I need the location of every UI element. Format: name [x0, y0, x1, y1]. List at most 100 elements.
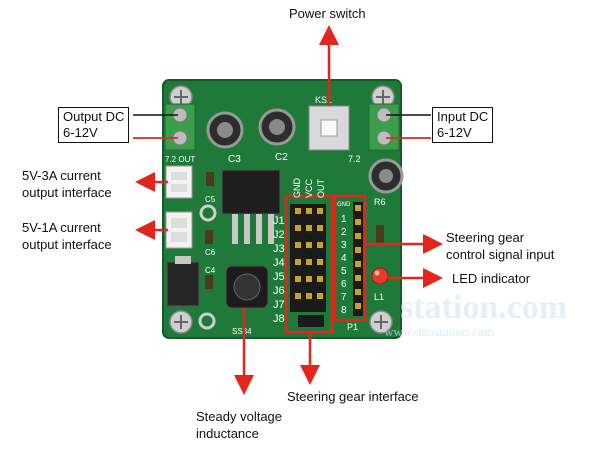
silk-j-label: J2: [273, 229, 285, 241]
header-pin: [295, 276, 301, 282]
signal-pin: [355, 275, 361, 281]
header-pin: [317, 259, 323, 265]
silk-vcc: VCC: [304, 178, 314, 198]
signal-pin: [355, 219, 361, 225]
connector-5v1a-icon: [165, 211, 193, 249]
label-5v1a: 5V-1A current output interface: [22, 219, 112, 253]
j7-j8-header: [298, 315, 324, 327]
label-output-dc: Output DC 6-12V: [58, 107, 130, 143]
label-output-dc-line2: 6-12V: [63, 125, 98, 140]
capacitor-c1-icon: [368, 158, 404, 194]
label-5v1a-line1: 5V-1A current: [22, 220, 101, 235]
silk-in-72: 7.2: [348, 154, 361, 164]
via-ring-icon: [198, 312, 216, 330]
header-pin: [295, 208, 301, 214]
label-led-indicator: LED indicator: [452, 271, 531, 286]
header-pin: [295, 242, 301, 248]
label-5v3a: 5V-3A current output interface: [22, 167, 112, 201]
silk-j-label: J4: [273, 257, 285, 269]
silk-c2: C2: [275, 152, 288, 163]
signal-pin: [355, 205, 361, 211]
silk-j-label: J5: [273, 271, 285, 283]
watermark-main: station.com: [400, 289, 567, 326]
silk-out-72: 7.2 OUT: [165, 155, 195, 164]
silk-c5: C5: [205, 195, 216, 204]
silk-pin-number: 2: [341, 227, 347, 238]
signal-pin: [355, 261, 361, 267]
header-pin: [295, 225, 301, 231]
silk-p1: P1: [347, 322, 358, 332]
servo-header-pins: [295, 208, 323, 299]
silk-r6: R6: [374, 197, 386, 207]
header-pin: [317, 276, 323, 282]
silk-c3: C3: [228, 154, 241, 165]
label-5v3a-line1: 5V-3A current: [22, 168, 101, 183]
regulator-ic-icon: [221, 169, 281, 244]
header-pin: [306, 259, 312, 265]
header-pin: [306, 242, 312, 248]
header-pin: [317, 242, 323, 248]
label-steering-signal-line2: control signal input: [446, 247, 555, 262]
label-output-dc-line1: Output DC: [63, 109, 125, 124]
silk-pin-number: 1: [341, 214, 347, 225]
label-inductance: Steady voltage inductance: [196, 408, 282, 442]
power-switch-icon: [308, 105, 350, 151]
silk-pin-number: 5: [341, 266, 347, 277]
output-terminal-block: [164, 103, 196, 151]
silk-c4: C4: [205, 266, 216, 275]
header-pin: [306, 293, 312, 299]
silk-out: OUT: [316, 179, 326, 199]
silk-j-label: J1: [273, 215, 285, 227]
header-pin: [306, 276, 312, 282]
silk-j-label: J3: [273, 243, 285, 255]
label-5v3a-line2: output interface: [22, 185, 112, 200]
signal-header-pins: [355, 205, 361, 309]
smd-diode-icon: [166, 256, 200, 307]
label-steering-signal-line1: Steering gear: [446, 230, 525, 245]
header-pin: [295, 259, 301, 265]
label-input-dc-line1: Input DC: [437, 109, 489, 124]
silk-gnd: GND: [292, 178, 302, 199]
capacitor-c2-icon: [258, 108, 296, 146]
header-pin: [317, 293, 323, 299]
header-pin: [306, 225, 312, 231]
header-pin: [295, 293, 301, 299]
silk-pin-number: 6: [341, 279, 347, 290]
smd-component-icon: [205, 275, 213, 289]
mounting-screw-icon: [169, 310, 193, 334]
silk-c6: C6: [205, 248, 216, 257]
silk-pin-number: 3: [341, 240, 347, 251]
mounting-screw-icon: [369, 310, 393, 334]
header-pin: [317, 225, 323, 231]
signal-pin: [355, 247, 361, 253]
mounting-screw-icon: [371, 85, 395, 109]
smd-component-icon: [206, 172, 214, 186]
header-pin: [317, 208, 323, 214]
label-inductance-line2: inductance: [196, 426, 259, 441]
label-input-dc: Input DC 6-12V: [432, 107, 494, 143]
silk-pin-number: 7: [341, 292, 347, 303]
connector-5v3a-icon: [165, 165, 193, 199]
silk-gnd-small: GND: [337, 202, 351, 208]
silk-pin-number: 4: [341, 253, 347, 264]
watermark-sub: www.dnostation.com: [384, 324, 494, 339]
silk-j-label: J6: [273, 285, 285, 297]
label-steering-interface: Steering gear interface: [287, 389, 419, 404]
signal-pin: [355, 289, 361, 295]
label-5v1a-line2: output interface: [22, 237, 112, 252]
capacitor-c3-icon: [206, 111, 244, 149]
label-steering-signal: Steering gear control signal input: [446, 229, 554, 263]
silk-l1: L1: [374, 292, 384, 302]
signal-pin: [355, 303, 361, 309]
input-terminal-block: [368, 103, 400, 151]
label-inductance-line1: Steady voltage: [196, 409, 283, 424]
via-ring-icon: [199, 204, 217, 222]
silk-pin-number: 8: [341, 305, 347, 316]
silk-ks1: KS1: [315, 95, 332, 105]
silk-j-label: J8: [273, 313, 285, 325]
label-input-dc-line2: 6-12V: [437, 125, 472, 140]
smd-component-icon: [205, 230, 213, 244]
signal-pin: [355, 233, 361, 239]
inductor-icon: [225, 265, 269, 309]
